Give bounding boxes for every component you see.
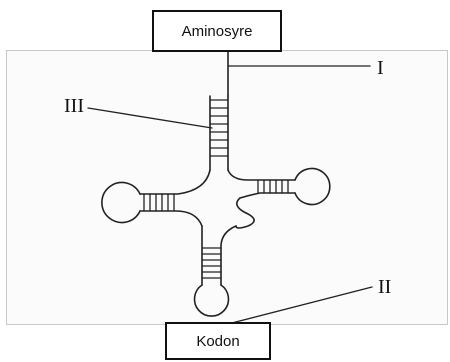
marker-label-I: I (377, 57, 384, 79)
pointer-line-II (223, 286, 373, 326)
pointer-line-III (87, 107, 213, 129)
amino-acid-label-box: Aminosyre (152, 10, 282, 52)
d-arm (101, 169, 211, 227)
variable-loop (235, 197, 255, 229)
marker-label-III: III (64, 95, 84, 117)
anticodon-arm (193, 225, 237, 317)
marker-label-II: II (378, 276, 392, 298)
codon-label-box: Kodon (165, 322, 271, 360)
diagram-panel (6, 50, 448, 325)
acceptor-stem (209, 51, 229, 171)
t-arm (227, 167, 331, 206)
